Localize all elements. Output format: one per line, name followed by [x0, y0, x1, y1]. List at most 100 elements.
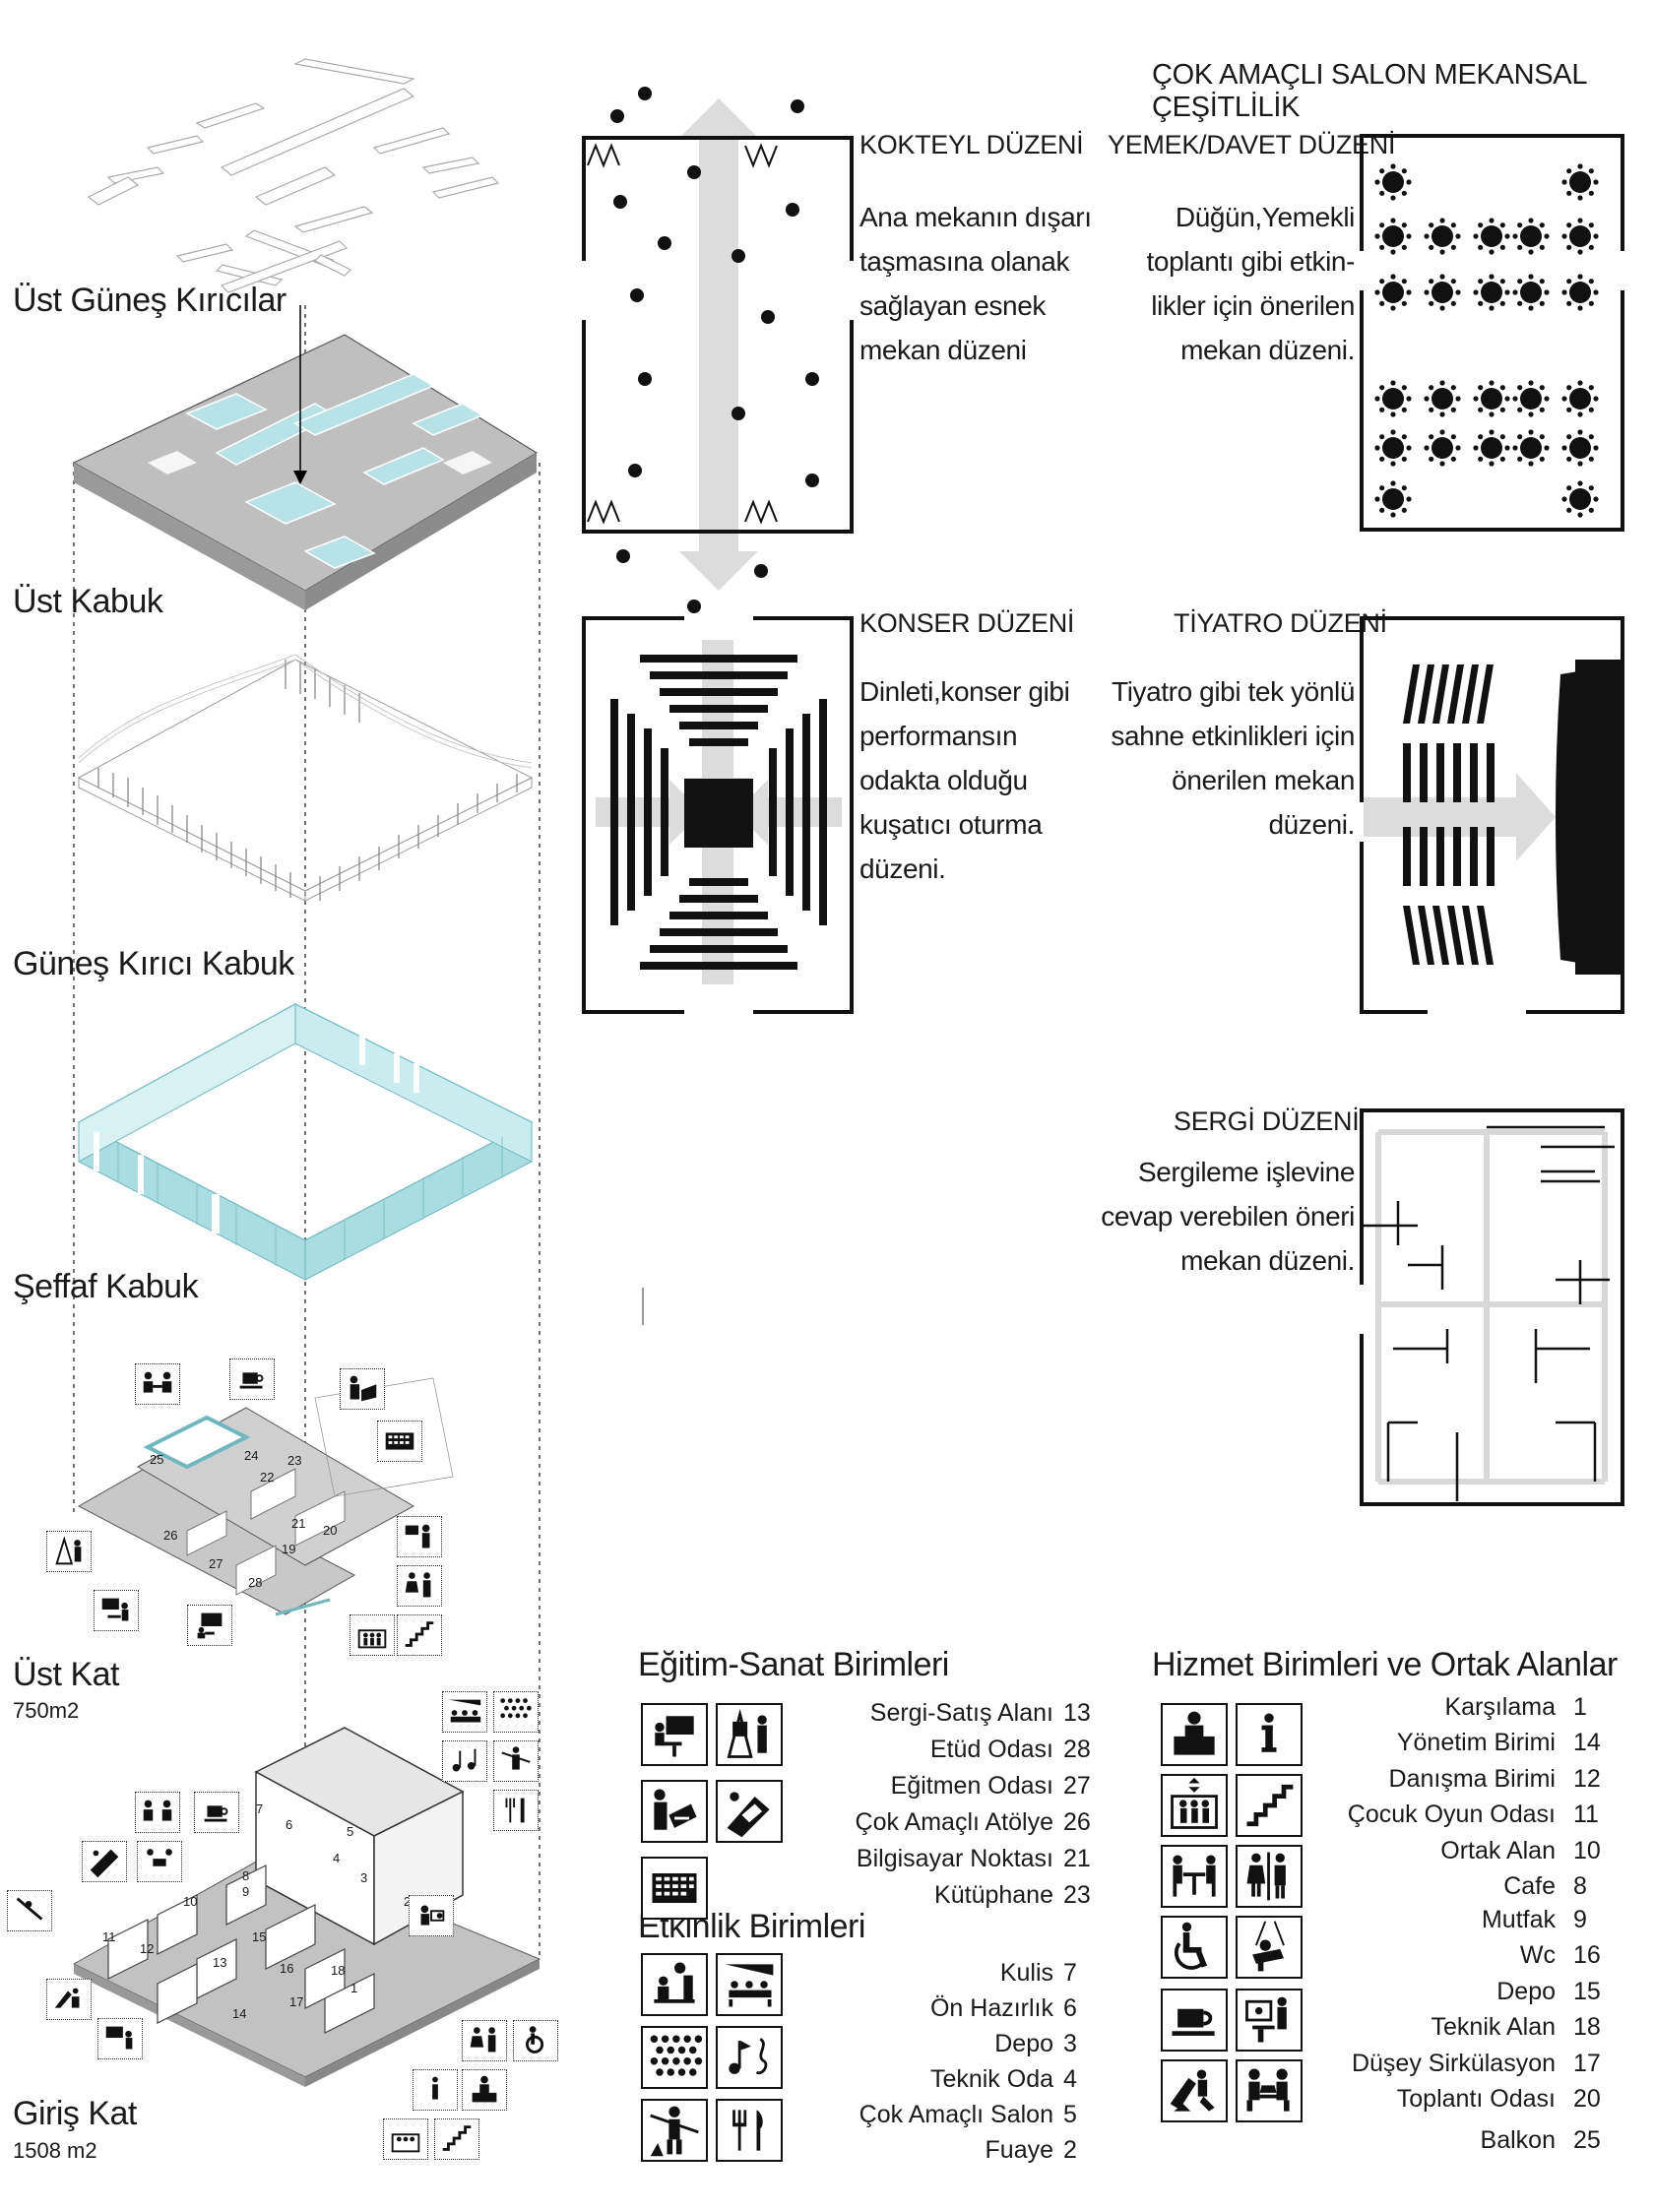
upper-floor-area: 750m2 — [13, 1698, 80, 1723]
layer-label-top-sun-breakers: Üst Güneş Kırıcılar — [13, 282, 286, 319]
library-icon — [641, 1780, 708, 1843]
library-icon — [340, 1368, 385, 1410]
room-number: 15 — [252, 1929, 267, 1944]
room-number: 13 — [213, 1955, 227, 1970]
room-number: 4 — [333, 1851, 341, 1865]
theatre-layout-diagram — [1358, 616, 1624, 1017]
exhibition-title: SERGİ DÜZENİ — [1174, 1106, 1360, 1136]
playground-icon — [7, 1890, 52, 1931]
layer-label-sun-breaker-shell: Güneş Kırıcı Kabuk — [13, 945, 294, 982]
teacher-icon — [397, 1516, 442, 1557]
room-number: 22 — [260, 1470, 275, 1485]
round-table — [1374, 274, 1412, 311]
round-table — [1561, 218, 1599, 255]
round-table — [1473, 274, 1510, 311]
round-table — [1473, 218, 1510, 255]
instructor-room-icon — [187, 1605, 232, 1646]
ground-floor-area: 1508 m2 — [13, 2138, 97, 2163]
audience-icon — [493, 1691, 539, 1733]
round-table — [1473, 429, 1510, 467]
cafe-icon — [194, 1792, 239, 1833]
workshop-icon — [82, 1841, 127, 1882]
common-area-icon — [1161, 1845, 1228, 1908]
top-sun-breakers — [87, 58, 500, 293]
stairs-icon — [1236, 1774, 1303, 1837]
room-number: 16 — [280, 1961, 294, 1976]
room-number: 18 — [331, 1963, 346, 1978]
elevator-icon — [1161, 1774, 1228, 1837]
round-table — [1512, 429, 1550, 467]
kitchen-icon — [493, 1790, 539, 1831]
exhibition-description: Sergileme işlevine cevap verebilen öneri… — [1101, 1157, 1355, 1276]
room-number: 26 — [163, 1528, 178, 1543]
stage-icon — [442, 1691, 487, 1733]
painter-icon — [716, 1703, 783, 1766]
room-number: 14 — [232, 2006, 247, 2021]
round-table — [1374, 429, 1412, 467]
computer-icon — [641, 1857, 708, 1920]
layer-label-transparent-shell: Şeffaf Kabuk — [13, 1268, 199, 1305]
room-number: 3 — [360, 1870, 368, 1885]
exhibition-layout-diagram — [1358, 1108, 1624, 1506]
theatre-description: Tiyatro gibi tek yönlü sahne etkinlikler… — [1111, 676, 1355, 840]
upper-shell — [72, 334, 539, 610]
meeting-room-icon — [135, 1363, 180, 1405]
waiting-area-icon — [409, 1895, 454, 1936]
round-table — [1512, 218, 1550, 255]
room-number: 17 — [289, 1994, 304, 2009]
round-table — [1374, 480, 1412, 518]
concert-title: KONSER DÜZENİ — [859, 608, 1075, 638]
info-icon — [413, 2069, 458, 2111]
room-number: 10 — [183, 1894, 198, 1909]
round-table — [1374, 163, 1412, 201]
round-table — [1512, 380, 1550, 417]
layer-label-upper-floor: Üst Kat — [13, 1656, 119, 1693]
concert-layout-diagram — [582, 614, 854, 1016]
computer-icon — [377, 1421, 422, 1462]
room-number: 1 — [350, 1981, 358, 1995]
room-number: 6 — [286, 1817, 293, 1832]
banquet-description: Düğün,Yemekli toplantı gibi etkin- likle… — [1146, 202, 1356, 365]
room-number: 21 — [291, 1516, 306, 1531]
layer-label-ground-floor: Giriş Kat — [13, 2095, 137, 2132]
kitchen-icon — [716, 2099, 783, 2162]
round-table — [1424, 274, 1461, 311]
room-number: 7 — [256, 1801, 264, 1816]
page-title: ÇOK AMAÇLI SALON MEKANSAL ÇEŞİTLİLİK — [1152, 59, 1587, 123]
workshop-icon — [716, 1780, 783, 1843]
backstage-icon — [641, 1953, 708, 2016]
management-icon — [1236, 2059, 1303, 2122]
round-table — [1561, 163, 1599, 201]
stairs-icon — [434, 2118, 479, 2160]
child-play-icon — [1161, 2059, 1228, 2122]
reception-desk-icon — [462, 2069, 507, 2111]
sales-icon — [137, 1841, 182, 1882]
meeting-room-icon — [1236, 1989, 1303, 2052]
cafe-icon — [229, 1359, 275, 1400]
round-table — [1424, 218, 1461, 255]
cocktail-description: Ana mekanın dışarı taşmasına olanak sağl… — [859, 202, 1092, 365]
room-number: 25 — [150, 1452, 164, 1467]
round-table — [1561, 480, 1599, 518]
round-table — [1561, 429, 1599, 467]
accessible-icon — [1161, 1916, 1228, 1979]
round-table — [1374, 380, 1412, 417]
room-number: 23 — [287, 1453, 302, 1468]
round-table — [1561, 380, 1599, 417]
round-table — [1424, 380, 1461, 417]
stage-audience-icon — [716, 1953, 783, 2016]
education-section-title: Eğitim-Sanat Birimleri — [638, 1646, 949, 1683]
banquet-title: YEMEK/DAVET DÜZENİ — [1108, 130, 1396, 159]
room-number: 2 — [404, 1894, 412, 1909]
sun-breaker-shell — [77, 659, 534, 902]
reception-desk-icon — [1161, 1703, 1228, 1766]
theatre-title: TİYATRO DÜZENİ — [1174, 608, 1387, 638]
room-number: 20 — [323, 1523, 338, 1538]
wc-icon — [462, 2020, 507, 2061]
room-number: 8 — [242, 1868, 250, 1883]
office-icon — [97, 2018, 143, 2059]
sun-breaker-slats — [97, 660, 518, 901]
upper-floor-plan — [77, 1377, 454, 1616]
round-table — [1512, 274, 1550, 311]
room-number: 27 — [209, 1556, 223, 1571]
